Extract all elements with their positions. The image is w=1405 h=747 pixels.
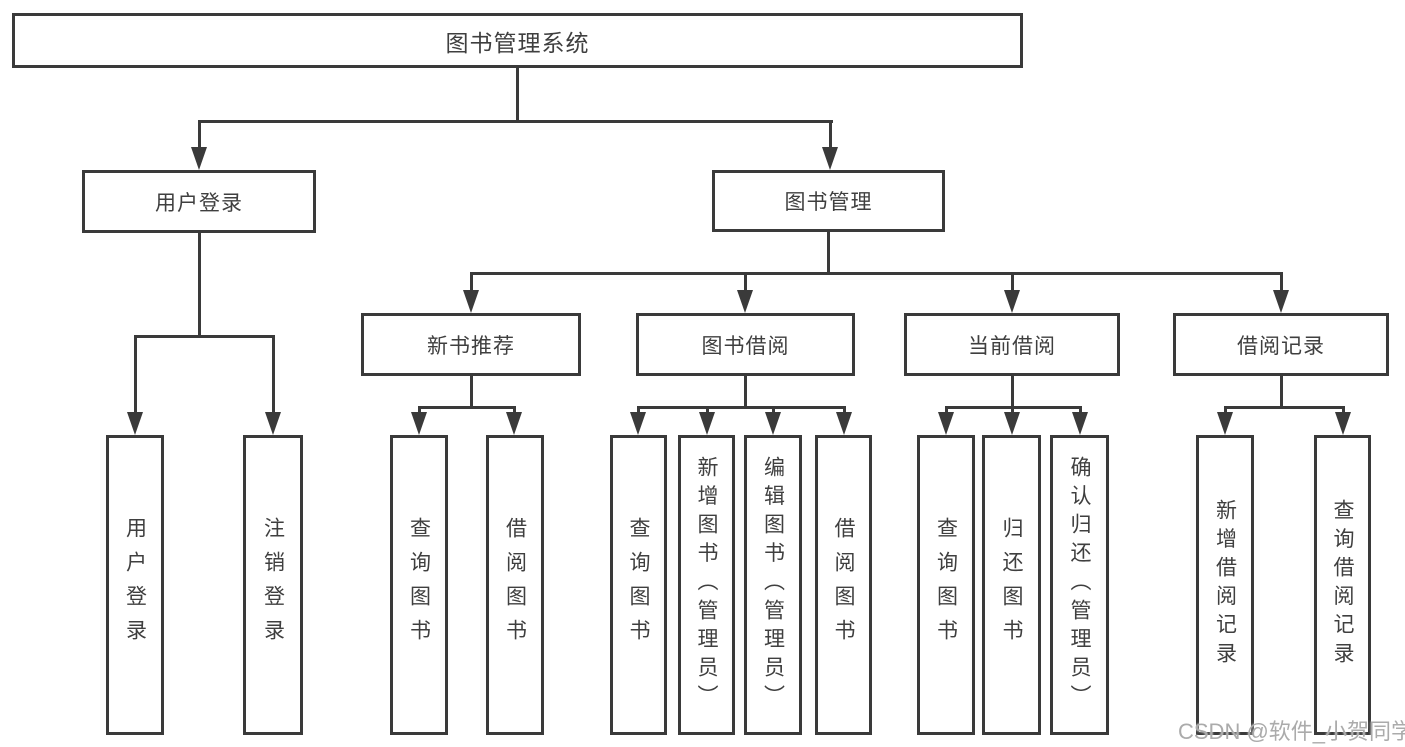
leaf-add-borrow-record: 新增借阅记录 — [1196, 435, 1254, 735]
node-user-login: 用户登录 — [82, 170, 316, 233]
leaf-label: 查询图书 — [407, 516, 431, 654]
arrowhead-down-icon — [630, 412, 646, 435]
connector-line — [272, 335, 275, 414]
arrowhead-down-icon — [1273, 290, 1289, 313]
connector-line — [134, 335, 275, 338]
node-label: 图书借阅 — [701, 334, 790, 358]
node-root-system: 图书管理系统 — [12, 13, 1023, 68]
leaf-return-book: 归还图书 — [982, 435, 1041, 735]
connector-line — [470, 272, 473, 292]
leaf-label: 查询图书 — [934, 516, 958, 654]
node-label: 图书管理 — [784, 191, 873, 214]
leaf-current-query: 查询图书 — [917, 435, 975, 735]
leaf-borrow-edit-admin: 编辑图书（管理员） — [744, 435, 802, 735]
leaf-label: 编辑图书（管理员） — [761, 456, 785, 714]
leaf-label: 查询借阅记录 — [1331, 499, 1354, 671]
leaf-borrow-query: 查询图书 — [610, 435, 667, 735]
connector-line — [1011, 272, 1014, 292]
leaf-new-books-borrow: 借阅图书 — [486, 435, 544, 735]
leaf-label: 查询图书 — [627, 516, 650, 654]
connector-line — [706, 406, 709, 415]
arrowhead-down-icon — [191, 147, 207, 170]
leaf-user-login: 用户登录 — [106, 435, 164, 735]
leaf-label: 借阅图书 — [503, 516, 527, 654]
arrowhead-down-icon — [265, 412, 281, 435]
connector-line — [744, 272, 747, 292]
connector-line — [516, 68, 519, 122]
connector-line — [945, 406, 948, 415]
arrowhead-down-icon — [463, 290, 479, 313]
leaf-label: 用户登录 — [123, 516, 147, 654]
arrowhead-down-icon — [737, 290, 753, 313]
connector-line — [1280, 376, 1283, 409]
connector-line — [418, 406, 516, 409]
leaf-label: 新增图书（管理员） — [695, 456, 718, 714]
arrowhead-down-icon — [836, 412, 852, 435]
arrowhead-down-icon — [411, 412, 427, 435]
node-label: 当前借阅 — [968, 334, 1056, 358]
connector-line — [772, 406, 775, 415]
leaf-label: 注销登录 — [261, 516, 285, 654]
leaf-label: 借阅图书 — [832, 516, 855, 654]
connector-line — [1280, 272, 1283, 292]
connector-line — [198, 233, 201, 338]
connector-line — [744, 376, 747, 409]
node-borrowing-records: 借阅记录 — [1173, 313, 1389, 376]
connector-line — [1079, 406, 1082, 415]
csdn-watermark: CSDN @软件_小贺同学 — [1178, 719, 1405, 744]
arrowhead-down-icon — [1217, 412, 1233, 435]
node-label: 借阅记录 — [1237, 334, 1325, 358]
connector-line — [637, 406, 846, 409]
arrowhead-down-icon — [765, 412, 781, 435]
connector-line — [198, 120, 833, 123]
node-label: 用户登录 — [155, 191, 243, 215]
arrowhead-down-icon — [699, 412, 715, 435]
connector-line — [1011, 376, 1014, 409]
connector-line — [829, 120, 832, 150]
connector-line — [198, 120, 201, 150]
leaf-confirm-return-admin: 确认归还（管理员） — [1050, 435, 1109, 735]
leaf-borrow-add-admin: 新增图书（管理员） — [678, 435, 735, 735]
leaf-borrow-book: 借阅图书 — [815, 435, 872, 735]
leaf-logout: 注销登录 — [243, 435, 303, 735]
connector-line — [843, 406, 846, 415]
connector-line — [470, 376, 473, 409]
leaf-new-books-query: 查询图书 — [390, 435, 448, 735]
connector-line — [1224, 406, 1345, 409]
arrowhead-down-icon — [938, 412, 954, 435]
node-book-borrowing: 图书借阅 — [636, 313, 855, 376]
arrowhead-down-icon — [1004, 290, 1020, 313]
connector-line — [1224, 406, 1227, 415]
node-new-book-recommend: 新书推荐 — [361, 313, 581, 376]
connector-line — [513, 406, 516, 415]
arrowhead-down-icon — [1335, 412, 1351, 435]
arrowhead-down-icon — [1004, 412, 1020, 435]
connector-line — [134, 335, 137, 414]
connector-line — [470, 272, 1283, 275]
node-current-borrowing: 当前借阅 — [904, 313, 1120, 376]
connector-line — [637, 406, 640, 415]
node-label: 新书推荐 — [427, 334, 515, 358]
connector-line — [418, 406, 421, 415]
arrowhead-down-icon — [1072, 412, 1088, 435]
leaf-label: 新增借阅记录 — [1213, 499, 1237, 671]
node-label: 图书管理系统 — [445, 29, 590, 56]
arrowhead-down-icon — [822, 147, 838, 170]
arrowhead-down-icon — [506, 412, 522, 435]
connector-line — [1011, 406, 1014, 415]
leaf-label: 确认归还（管理员） — [1068, 456, 1091, 714]
node-book-management: 图书管理 — [712, 170, 945, 232]
connector-line — [827, 232, 830, 274]
connector-line — [1342, 406, 1345, 415]
leaf-query-borrow-record: 查询借阅记录 — [1314, 435, 1371, 735]
leaf-label: 归还图书 — [1000, 516, 1023, 654]
arrowhead-down-icon — [127, 412, 143, 435]
